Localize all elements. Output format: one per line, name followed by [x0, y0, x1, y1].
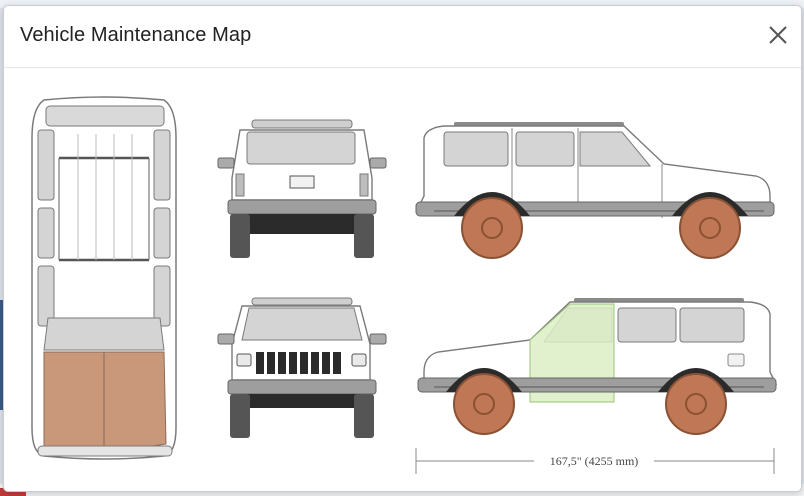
close-icon [769, 26, 787, 44]
modal-header: Vehicle Maintenance Map [4, 6, 801, 68]
dimension-label: 167,5" (4255 mm) [550, 454, 639, 468]
close-button[interactable] [767, 24, 789, 46]
left-side-view[interactable] [415, 122, 775, 259]
rear-view[interactable] [217, 119, 387, 258]
vehicle-diagram: 167,5" (4255 mm) [4, 68, 801, 491]
background-app-bar [0, 0, 804, 8]
front-view[interactable] [217, 297, 387, 438]
top-view[interactable] [31, 96, 177, 460]
right-side-view[interactable] [417, 298, 778, 435]
length-dimension: 167,5" (4255 mm) [415, 448, 775, 474]
background-footer-accent [0, 488, 26, 496]
modal-title: Vehicle Maintenance Map [20, 24, 252, 46]
background-sidebar-edge [0, 300, 3, 410]
vehicle-maintenance-modal: Vehicle Maintenance Map [3, 5, 802, 492]
